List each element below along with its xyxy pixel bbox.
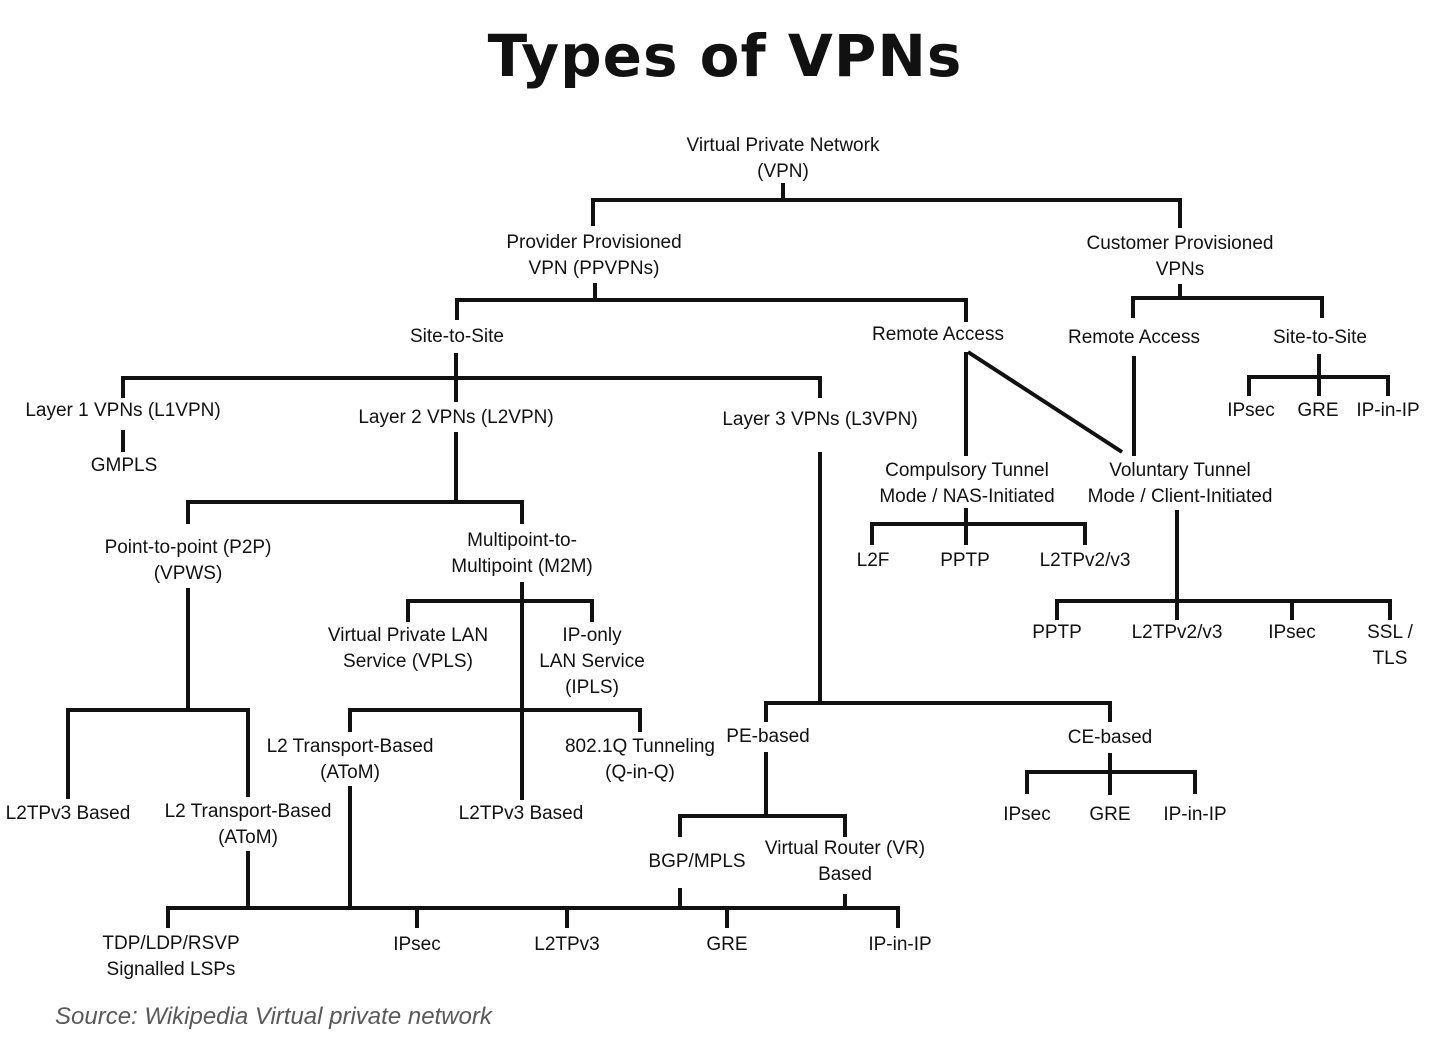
node-customer-remote-access: Remote Access (1068, 327, 1200, 348)
node-provider-provisioned: Provider Provisioned VPN (PPVPNs) (506, 232, 682, 279)
node-l2tpv3-bottom: L2TPv3 (534, 934, 600, 955)
node-layer1-vpns: Layer 1 VPNs (L1VPN) (25, 400, 221, 421)
node-qinq: 802.1Q Tunneling (Q-in-Q) (564, 736, 716, 783)
node-l2tpv2v3-voluntary: L2TPv2/v3 (1131, 622, 1223, 643)
node-ipinip-bottom: IP-in-IP (868, 934, 932, 955)
node-provider-site-to-site: Site-to-Site (410, 326, 504, 347)
node-point-to-point: Point-to-point (P2P) (VPWS) (104, 537, 272, 584)
source-attribution: Source: Wikipedia Virtual private networ… (55, 1003, 492, 1030)
node-layer3-vpns: Layer 3 VPNs (L3VPN) (722, 409, 918, 430)
node-compulsory-tunnel: Compulsory Tunnel Mode / NAS-Initiated (879, 460, 1055, 507)
node-l2tpv3-based-left: L2TPv3 Based (5, 803, 131, 824)
node-ipls: IP-only LAN Service (IPLS) (539, 625, 645, 698)
node-customer-site-to-site: Site-to-Site (1273, 327, 1367, 348)
node-vr-based: Virtual Router (VR) Based (764, 838, 926, 885)
node-pptp-voluntary: PPTP (1032, 622, 1082, 643)
node-voluntary-tunnel: Voluntary Tunnel Mode / Client-Initiated (1087, 460, 1273, 507)
node-gre-ce: GRE (1089, 804, 1131, 825)
node-pe-based: PE-based (726, 726, 810, 747)
node-layer2-vpns: Layer 2 VPNs (L2VPN) (358, 407, 554, 428)
node-vpn-root: Virtual Private Network (VPN) (686, 135, 880, 182)
node-gmpls: GMPLS (90, 455, 158, 476)
node-tdp-ldp-rsvp: TDP/LDP/RSVP Signalled LSPs (102, 933, 240, 980)
node-customer-provisioned: Customer Provisioned VPNs (1086, 233, 1274, 280)
node-l2f: L2F (856, 550, 890, 571)
node-ipsec-bottom: IPsec (393, 934, 441, 955)
node-gre-customer-s2s: GRE (1297, 400, 1339, 421)
node-l2-transport-atom-vpls: L2 Transport-Based (AToM) (266, 736, 434, 783)
node-ce-based: CE-based (1067, 727, 1153, 748)
node-vpls: Virtual Private LAN Service (VPLS) (327, 625, 489, 672)
node-ipsec-voluntary: IPsec (1268, 622, 1316, 643)
node-provider-remote-access: Remote Access (872, 324, 1004, 345)
node-l2-transport-atom-p2p: L2 Transport-Based (AToM) (164, 801, 332, 848)
node-multipoint: Multipoint-to- Multipoint (M2M) (451, 530, 593, 577)
node-ipinip-ce: IP-in-IP (1163, 804, 1227, 825)
node-ssl-tls-voluntary: SSL / TLS (1367, 622, 1413, 669)
node-gre-bottom: GRE (706, 934, 748, 955)
diagram-title: Types of VPNs (487, 22, 963, 90)
node-l2tpv2v3-compulsory: L2TPv2/v3 (1039, 550, 1131, 571)
node-ipinip-customer-s2s: IP-in-IP (1356, 400, 1420, 421)
node-ipsec-ce: IPsec (1003, 804, 1051, 825)
node-l2tpv3-based-mid: L2TPv3 Based (458, 803, 584, 824)
node-ipsec-customer-s2s: IPsec (1227, 400, 1275, 421)
node-bgp-mpls: BGP/MPLS (648, 851, 746, 872)
node-pptp-compulsory: PPTP (940, 550, 990, 571)
